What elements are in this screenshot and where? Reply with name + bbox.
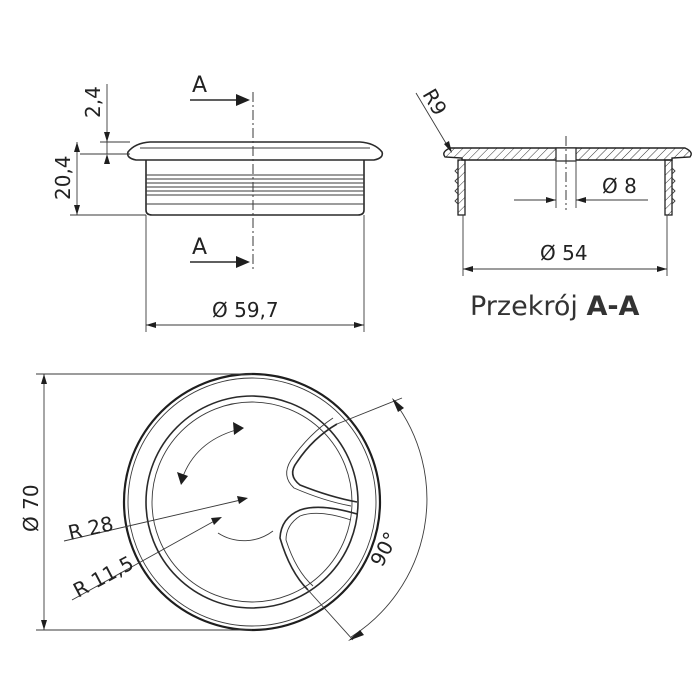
flap-lower-edge (279, 506, 358, 591)
dim-hole-lines (514, 160, 648, 208)
flange-inner-circle (145, 395, 359, 609)
flap-upper-edge-inner (286, 417, 352, 507)
dim-inner-diameter-label: Ø 54 (540, 241, 588, 265)
angle-extension-upper (336, 397, 403, 425)
dim-flange-diameter-label: Ø 70 (19, 484, 43, 532)
section-wall-right (664, 159, 673, 216)
dim-angle-arc (350, 400, 428, 638)
section-view: R9 Ø 8 Ø 54 Przekrój A-A (415, 85, 692, 322)
dim-flange-diameter-lines (36, 373, 252, 631)
dim-lip-lines (80, 84, 130, 164)
dim-inner-diameter-lines (462, 215, 668, 276)
rotation-arrow-tail (177, 472, 188, 485)
cap-flange (126, 141, 384, 161)
inner-radius-arc (217, 530, 274, 542)
side-view: A A 2,4 20,4 Ø (51, 73, 384, 332)
dim-angle-arrow-top (392, 398, 404, 412)
dim-angle-arrow-bottom (348, 630, 364, 641)
dim-outer-diameter-lines (145, 215, 365, 332)
flange-outer-circle (122, 372, 382, 632)
section-caption: Przekrój A-A (470, 291, 640, 322)
dim-radius-arrow (444, 141, 452, 153)
section-wall-teeth (454, 167, 676, 205)
dim-height-lines (70, 142, 146, 216)
section-mark-bottom: A (192, 235, 207, 260)
section-caption-name: A-A (586, 291, 639, 322)
dim-radius-outer-leader (63, 498, 246, 542)
dim-radius-leader (415, 92, 451, 151)
opening-circle (151, 401, 353, 603)
cap-body (145, 160, 365, 216)
dim-radius-outer-arrow (237, 496, 248, 504)
flange-outer-edge (127, 377, 377, 627)
dim-radius-label: R9 (418, 85, 452, 120)
rotation-arc (181, 429, 237, 480)
section-caption-prefix: Przekrój (470, 291, 586, 322)
angle-extension-lower (307, 589, 354, 641)
flap-lower-edge-inner (285, 512, 352, 587)
dim-radius-inner-leader (71, 518, 219, 601)
section-wall-left (457, 159, 466, 216)
dim-radius-inner-arrow (211, 517, 222, 525)
section-arrow-bottom (190, 256, 250, 268)
top-view: Ø 70 R 28 R 11,5 90° (19, 372, 428, 641)
section-mark-top: A (192, 73, 207, 98)
dim-radius-outer-label: R 28 (66, 511, 116, 545)
dim-height-label: 20,4 (51, 155, 75, 200)
dim-radius-inner-label: R 11,5 (69, 551, 137, 603)
rotation-arrow-head (233, 422, 244, 435)
section-arrow-top (190, 94, 250, 106)
body-grooves (146, 174, 364, 205)
flap-upper-edge (291, 423, 358, 503)
dim-lip-label: 2,4 (81, 86, 105, 118)
dim-hole-label: Ø 8 (602, 174, 637, 198)
dim-outer-diameter-label: Ø 59,7 (212, 298, 279, 322)
dim-angle-label: 90° (365, 528, 403, 571)
